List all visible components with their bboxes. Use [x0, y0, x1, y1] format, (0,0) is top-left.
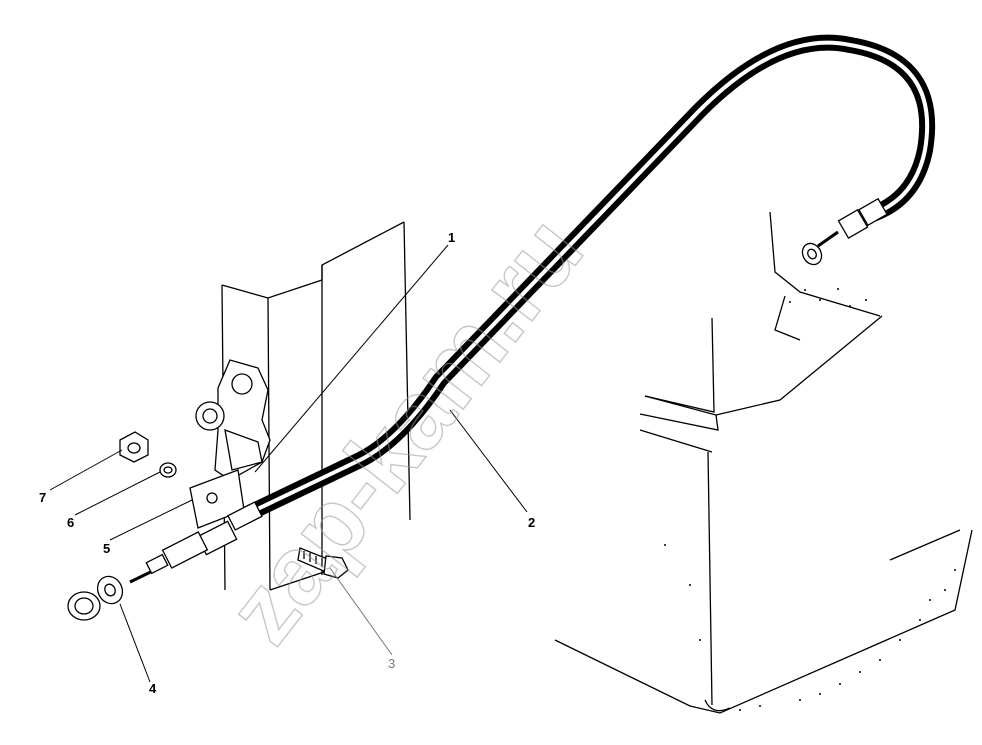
housing-shading: [664, 288, 956, 711]
engine-housing: [554, 211, 973, 714]
cable-bracket: [189, 359, 271, 529]
throttle-cable: [237, 34, 936, 523]
lower-cable-adjuster: [67, 501, 263, 621]
callout-5: 5: [103, 541, 110, 556]
upper-cable-fitting: [801, 197, 888, 266]
lock-washer: [159, 462, 177, 478]
callout-labels: 1 2 3 4 5 6 7: [39, 230, 535, 696]
callout-6: 6: [67, 515, 74, 530]
callout-4: 4: [149, 681, 157, 696]
nut: [119, 431, 149, 463]
callout-1: 1: [448, 230, 455, 245]
callout-3: 3: [388, 656, 395, 671]
bolt: [297, 547, 349, 579]
callout-7: 7: [39, 490, 46, 505]
callout-2: 2: [528, 515, 535, 530]
leader-lines: [49, 244, 528, 683]
